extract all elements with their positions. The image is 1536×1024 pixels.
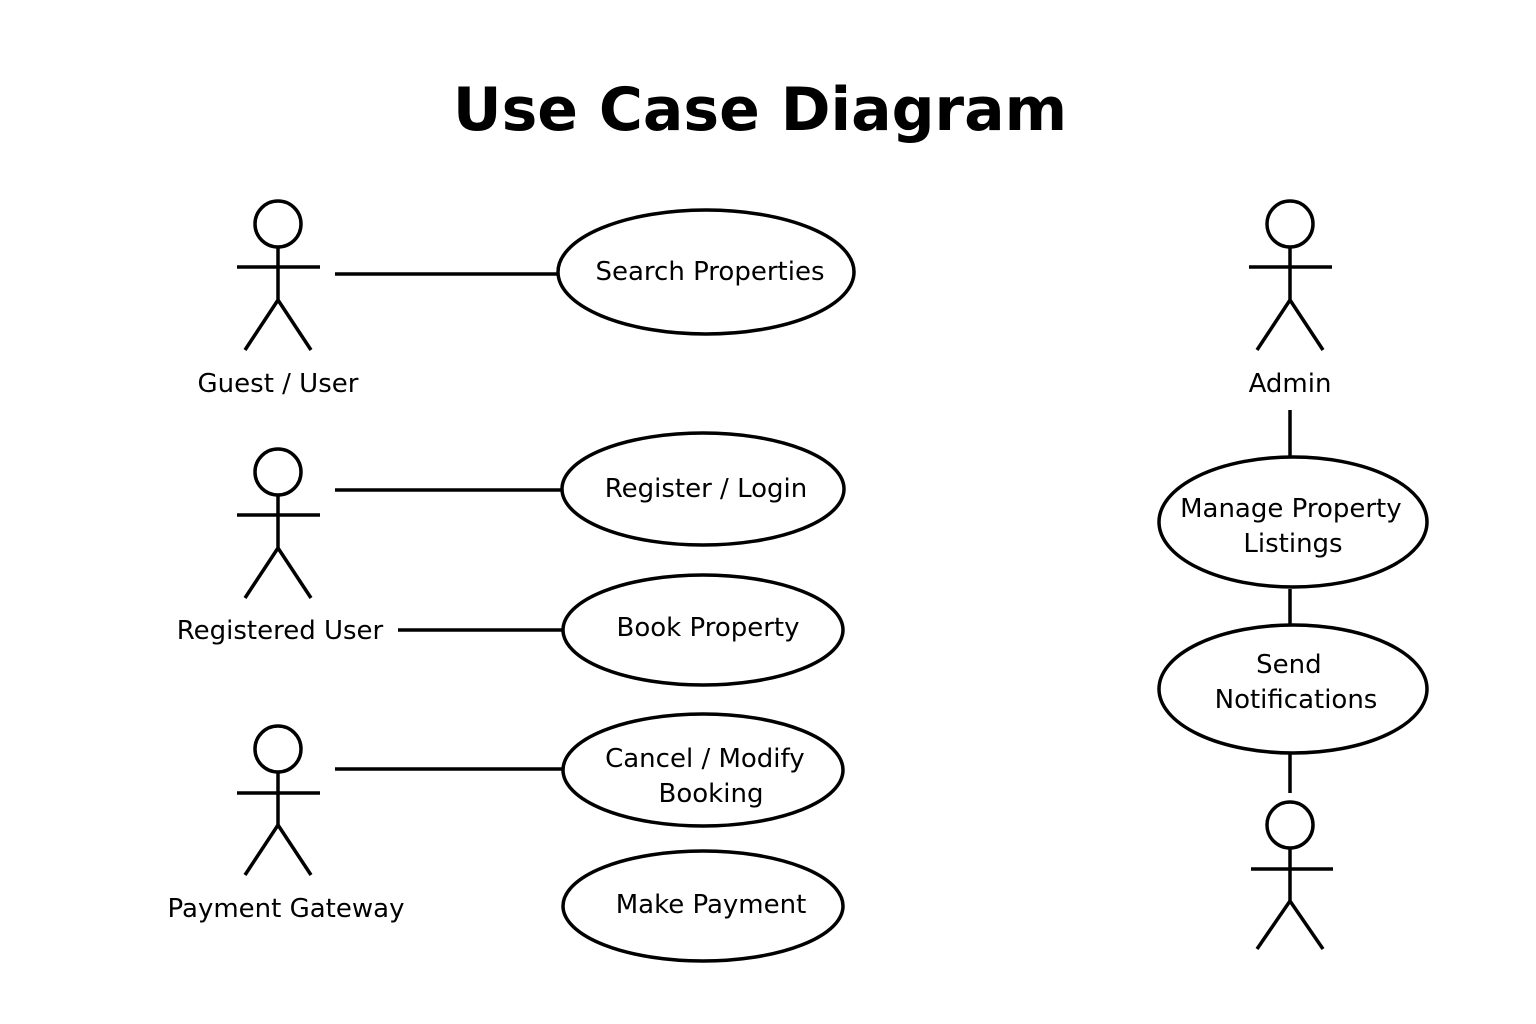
actor-head xyxy=(253,447,303,497)
actor-payment-gateway: Payment Gateway xyxy=(168,724,405,924)
use-case-label: Make Payment xyxy=(616,890,807,920)
actor-registered-user: Registered User xyxy=(177,447,384,646)
actor-unlabeled xyxy=(1251,800,1333,950)
actor-right-leg xyxy=(1288,900,1325,950)
use-case-book-property: Book Property xyxy=(561,573,845,687)
use-case-ellipse xyxy=(556,208,856,336)
actor-left-leg xyxy=(243,299,280,351)
diagram-title: Use Case Diagram xyxy=(453,75,1067,145)
actor-right-leg xyxy=(1288,299,1325,351)
actor-head xyxy=(253,199,303,249)
actor-left-leg xyxy=(1255,299,1292,351)
actor-label: Admin xyxy=(1249,369,1332,399)
actor-guest-user: Guest / User xyxy=(198,199,359,399)
use-case-ellipse xyxy=(561,712,845,828)
use-case-label: Register / Login xyxy=(605,474,807,504)
actor-left-leg xyxy=(1255,900,1292,950)
use-case-ellipse xyxy=(561,573,845,687)
actor-right-leg xyxy=(276,299,313,351)
use-case-label: Cancel / Modify Booking xyxy=(605,744,813,809)
use-case-label: Book Property xyxy=(617,613,800,643)
use-case-make-payment: Make Payment xyxy=(561,849,845,963)
actor-left-leg xyxy=(243,547,280,599)
use-case-manage-property-listings: Manage Property Listings xyxy=(1157,455,1429,589)
actor-head xyxy=(253,724,303,774)
actor-head xyxy=(1265,199,1315,249)
actor-left-leg xyxy=(243,824,280,876)
use-case-cancel-modify-booking: Cancel / Modify Booking xyxy=(561,712,845,828)
use-case-label: Manage Property Listings xyxy=(1180,494,1410,559)
use-case-label: Search Properties xyxy=(596,257,825,287)
use-case-search-properties: Search Properties xyxy=(556,208,856,336)
use-case-register-login: Register / Login xyxy=(560,431,846,547)
use-case-ellipse xyxy=(560,431,846,547)
use-case-ellipse xyxy=(1157,455,1429,589)
actor-right-leg xyxy=(276,547,313,599)
actor-right-leg xyxy=(276,824,313,876)
actor-label: Payment Gateway xyxy=(168,894,405,924)
actor-label: Guest / User xyxy=(198,369,359,399)
use-case-label: Send Notifications xyxy=(1215,650,1378,715)
use-case-ellipse xyxy=(1157,623,1429,755)
actor-admin: Admin xyxy=(1249,199,1332,399)
actor-label: Registered User xyxy=(177,616,384,646)
use-case-send-notifications: Send Notifications xyxy=(1157,623,1429,755)
actor-head xyxy=(1265,800,1315,850)
use-case-ellipse xyxy=(561,849,845,963)
